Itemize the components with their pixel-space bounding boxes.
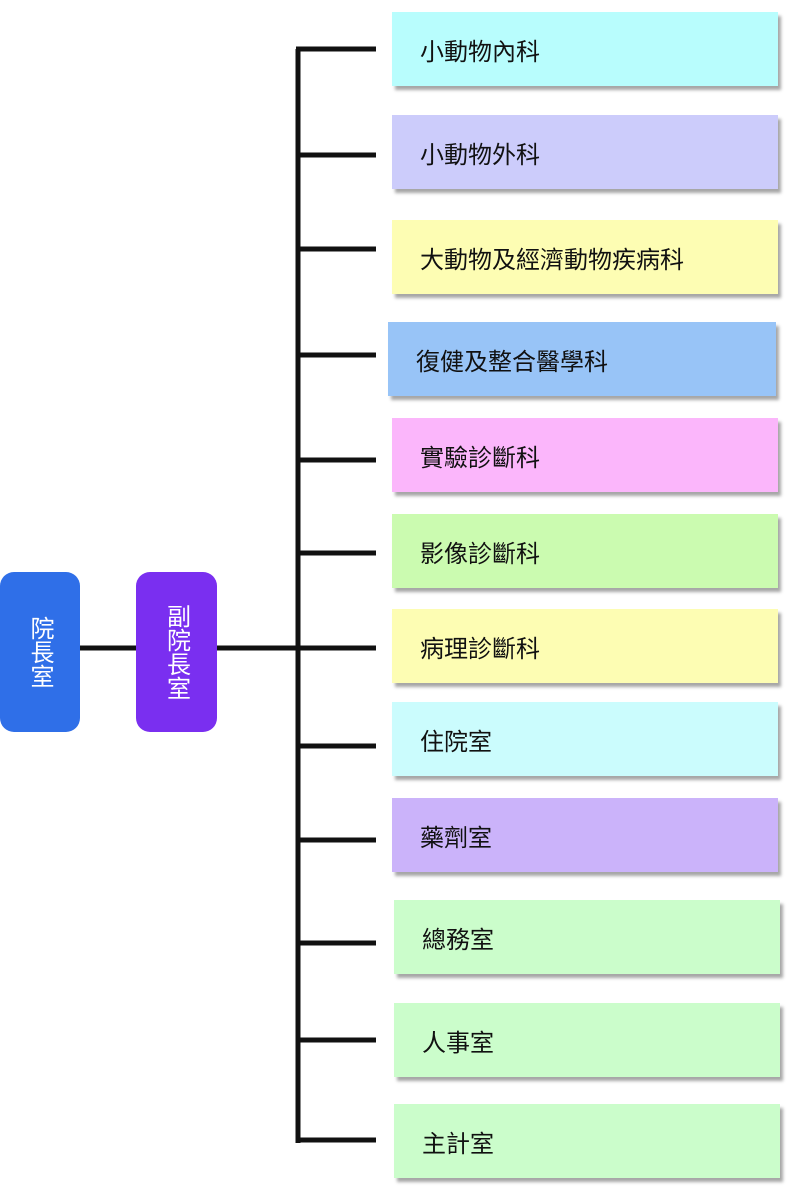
deputy-node[interactable]: 副院長室 <box>136 572 217 732</box>
department-box[interactable]: 影像診斷科 <box>392 514 778 588</box>
department-label: 總務室 <box>422 925 494 954</box>
department-box[interactable]: 小動物內科 <box>392 12 778 86</box>
deputy-label: 副院長室 <box>162 604 191 700</box>
director-node[interactable]: 院長室 <box>0 572 80 732</box>
department-box[interactable]: 小動物外科 <box>392 115 778 189</box>
department-label: 小動物外科 <box>420 140 540 169</box>
director-label: 院長室 <box>26 616 54 688</box>
department-label: 藥劑室 <box>420 823 492 852</box>
department-box[interactable]: 復健及整合醫學科 <box>388 322 776 396</box>
department-label: 住院室 <box>420 727 492 756</box>
department-box[interactable]: 主計室 <box>394 1104 780 1178</box>
department-label: 影像診斷科 <box>420 539 540 568</box>
department-label: 病理診斷科 <box>420 634 540 663</box>
department-box[interactable]: 人事室 <box>394 1003 780 1077</box>
department-label: 大動物及經濟動物疾病科 <box>420 245 684 274</box>
department-box[interactable]: 總務室 <box>394 900 780 974</box>
department-box[interactable]: 實驗診斷科 <box>392 418 778 492</box>
department-label: 人事室 <box>422 1028 494 1057</box>
department-box[interactable]: 藥劑室 <box>392 798 778 872</box>
department-box[interactable]: 病理診斷科 <box>392 609 778 683</box>
department-box[interactable]: 住院室 <box>392 702 778 776</box>
department-label: 實驗診斷科 <box>420 443 540 472</box>
department-label: 主計室 <box>422 1129 494 1158</box>
department-label: 小動物內科 <box>420 37 540 66</box>
department-label: 復健及整合醫學科 <box>416 347 608 376</box>
department-box[interactable]: 大動物及經濟動物疾病科 <box>392 220 778 294</box>
branch-lines <box>296 46 376 1143</box>
